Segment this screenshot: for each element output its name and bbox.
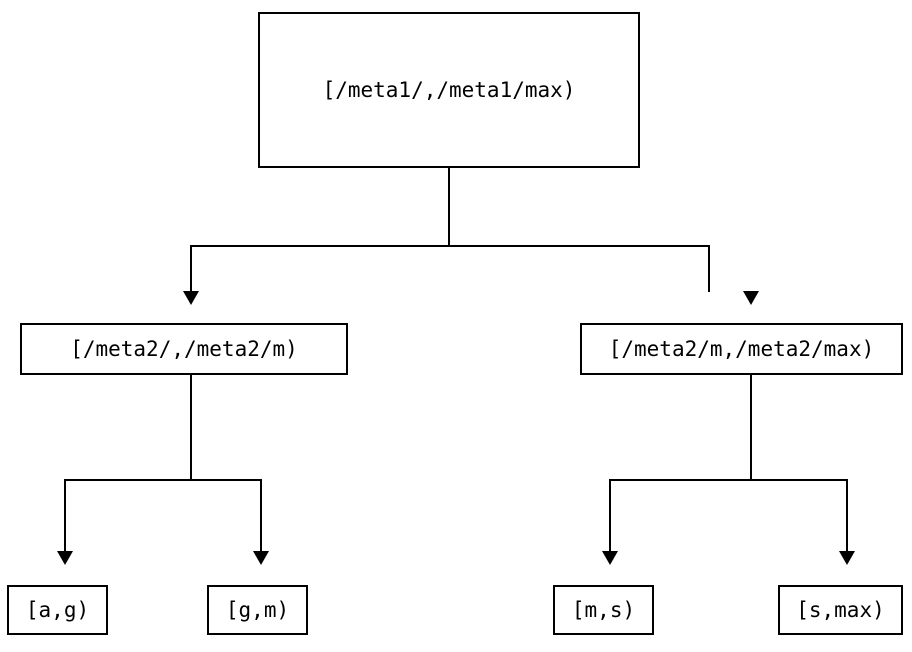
edge-root-to-mid-left-drop: [190, 245, 192, 292]
arrowhead-mid-right-to-leaf3-icon: [602, 551, 618, 565]
edge-mid-left-stem: [190, 375, 192, 481]
edge-mid-left-bar: [64, 479, 262, 481]
tree-node-leaf-1-label: [a,g): [25, 597, 90, 622]
tree-node-leaf-2-label: [g,m): [225, 597, 290, 622]
edge-mid-left-to-leaf1-drop: [64, 479, 66, 552]
tree-node-mid-right-label: [/meta2/m,/meta2/max): [608, 336, 875, 361]
edge-root-to-mid-right-drop: [708, 245, 710, 292]
edge-mid-left-to-leaf2-drop: [260, 479, 262, 552]
tree-node-root[interactable]: [/meta1/,/meta1/max): [258, 12, 640, 168]
tree-node-mid-left-label: [/meta2/,/meta2/m): [70, 336, 298, 361]
tree-node-mid-left[interactable]: [/meta2/,/meta2/m): [20, 323, 348, 375]
edge-mid-right-bar: [609, 479, 848, 481]
tree-node-mid-right[interactable]: [/meta2/m,/meta2/max): [580, 323, 903, 375]
tree-node-leaf-3[interactable]: [m,s): [553, 585, 654, 635]
tree-node-leaf-4[interactable]: [s,max): [778, 585, 903, 635]
edge-mid-right-to-leaf4-drop: [846, 479, 848, 552]
arrowhead-mid-right-to-leaf4-icon: [839, 551, 855, 565]
edge-mid-right-to-leaf3-drop: [609, 479, 611, 552]
arrowhead-mid-left-to-leaf1-icon: [57, 551, 73, 565]
edge-root-bar: [190, 245, 710, 247]
tree-node-leaf-3-label: [m,s): [571, 597, 636, 622]
tree-node-leaf-2[interactable]: [g,m): [207, 585, 308, 635]
edge-root-stem: [448, 168, 450, 246]
edge-mid-right-stem: [750, 375, 752, 481]
tree-node-leaf-1[interactable]: [a,g): [7, 585, 108, 635]
arrowhead-root-to-mid-left-icon: [183, 291, 199, 305]
tree-node-leaf-4-label: [s,max): [796, 597, 885, 622]
arrowhead-root-to-mid-right-icon: [743, 291, 759, 305]
arrowhead-mid-left-to-leaf2-icon: [253, 551, 269, 565]
tree-node-root-label: [/meta1/,/meta1/max): [322, 77, 576, 102]
